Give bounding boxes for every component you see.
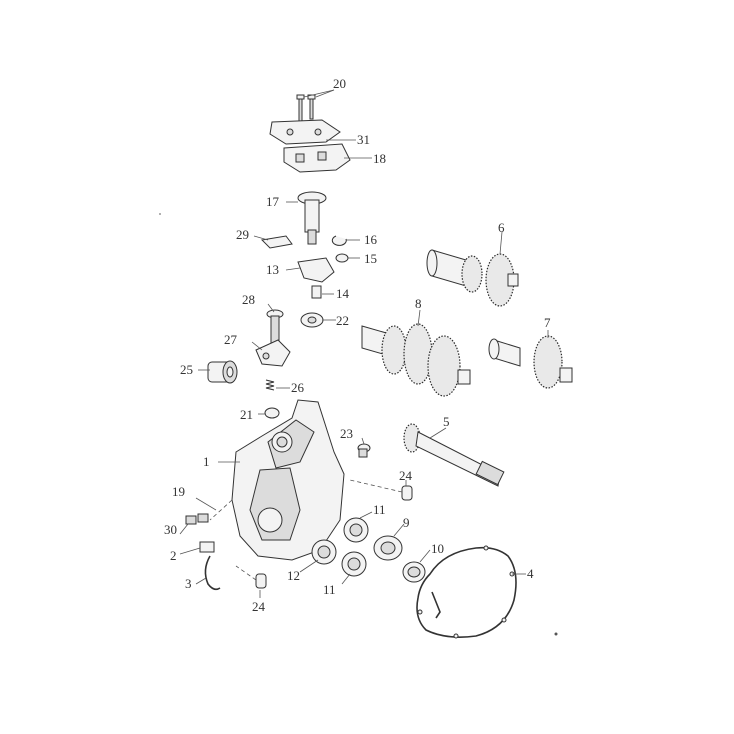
washer-15 [335,253,349,263]
spring-26 [265,379,275,391]
sensor-2 [199,541,215,553]
callout-10: 10 [431,541,444,556]
arm-13 [297,257,335,283]
callout-11-lower: 11 [323,582,336,597]
callout-16: 16 [364,232,378,247]
clip-29 [260,235,293,249]
screws-20 [296,94,316,124]
callout-21: 21 [240,407,253,422]
callout-3: 3 [185,576,192,591]
callout-labels: 20 31 18 17 29 16 15 13 14 6 28 22 8 7 2… [164,76,551,614]
callout-30: 30 [164,522,177,537]
callout-24-upper: 24 [399,468,413,483]
dowel-24-upper [401,485,413,501]
callout-18: 18 [373,151,386,166]
leader-lines [179,89,549,598]
countershaft-8 [361,323,471,397]
callout-13: 13 [266,262,279,277]
callout-14: 14 [336,286,350,301]
screw-23 [357,443,371,458]
stray-dot [159,213,161,215]
callout-5: 5 [443,414,450,429]
transmission-case-1 [209,399,345,561]
callout-20: 20 [333,76,346,91]
callout-8: 8 [415,296,422,311]
plate-31 [269,119,341,145]
callout-24-lower: 24 [252,599,266,614]
callout-28: 28 [242,292,255,307]
callout-2: 2 [170,548,177,563]
washer-21 [264,407,280,419]
seal-10 [402,561,426,583]
callout-6: 6 [498,220,505,235]
callout-22: 22 [336,313,349,328]
bearing-11-lower [341,551,367,577]
shaft-6 [426,249,519,307]
callout-17: 17 [266,194,280,209]
callout-29: 29 [236,227,249,242]
main-shaft-5 [403,423,505,487]
dowel-24-lower [255,573,267,589]
bearing-11-upper [343,517,369,543]
pin-14 [311,285,322,299]
output-shaft-7 [488,335,573,389]
callout-7: 7 [544,315,551,330]
wire-19 [195,497,217,511]
callout-15: 15 [364,251,377,266]
collar-22 [300,312,324,328]
hose-3 [204,555,221,591]
callout-23: 23 [340,426,353,441]
connectors-30 [185,513,209,525]
circlip-16 [331,235,347,246]
lever-27 [255,339,291,367]
shift-shaft-17 [297,191,327,245]
callout-12: 12 [287,568,300,583]
bracket-18 [283,143,351,173]
bearing-9 [373,535,403,561]
callout-19: 19 [172,484,185,499]
callout-25: 25 [180,362,193,377]
callout-4: 4 [527,566,534,581]
callout-1: 1 [203,454,210,469]
callout-31: 31 [357,132,370,147]
callout-11-upper: 11 [373,502,386,517]
callout-27: 27 [224,332,238,347]
callout-9: 9 [403,515,410,530]
callout-26: 26 [291,380,305,395]
gasket-4 [416,546,517,638]
stray-dot [554,632,558,636]
roller-25 [207,360,238,384]
bearing-12 [311,539,337,565]
